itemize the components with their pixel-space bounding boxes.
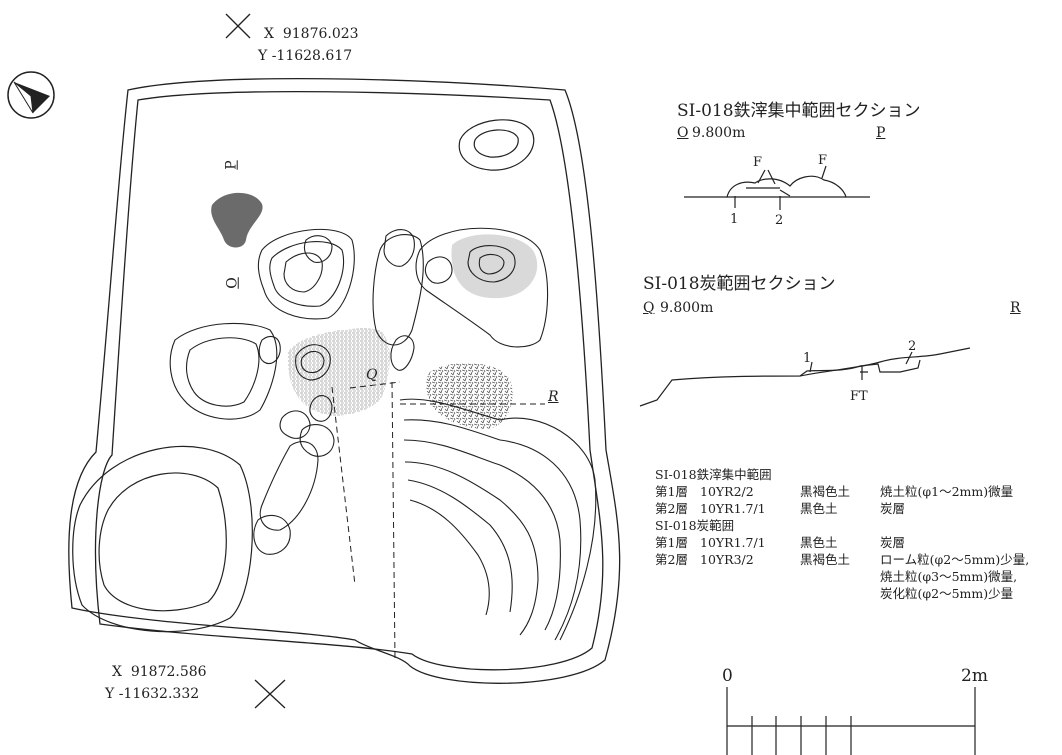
legend-layer: 第2層 <box>655 501 688 516</box>
legend-desc: 炭層 <box>880 535 906 550</box>
section-slag-label-1: 1 <box>730 212 739 227</box>
bottom-y-coordinate: Y -11632.332 <box>105 686 200 702</box>
contours <box>169 227 597 641</box>
legend-code: 10YR1.7/1 <box>700 501 766 516</box>
legend-soil: 黒褐色土 <box>800 552 851 567</box>
scale-end-label: 2m <box>961 666 988 686</box>
legend-row-slag-2: 第2層 10YR1.7/1 黒色土 炭層 <box>655 500 1029 517</box>
legend-heading-charcoal: SI-018炭範囲 <box>655 518 735 533</box>
section-charcoal-label-1: 1 <box>803 351 812 366</box>
legend-extra-1: 焼土粒(φ3～5mm)微量, <box>880 569 1018 584</box>
legend-soil: 黒褐色土 <box>800 484 851 499</box>
pit-outline <box>68 78 621 684</box>
section-charcoal-start: Q <box>643 300 655 316</box>
section-slag-end: P <box>876 125 886 141</box>
legend-code: 10YR3/2 <box>700 552 754 567</box>
section-slag-level: 9.800m <box>692 125 746 141</box>
section-slag-title: SI-018鉄滓集中範囲セクション <box>677 101 921 121</box>
coordinate-cross-bottom-icon <box>254 679 286 709</box>
plan-label-r: R <box>548 389 559 405</box>
section-charcoal-end: R <box>1010 300 1021 316</box>
plan-label-p: P <box>223 160 240 170</box>
legend-row-charcoal-1: 第1層 10YR1.7/1 黒色土 炭層 <box>655 534 1029 551</box>
legend-soil: 黒色土 <box>800 501 838 516</box>
charcoal-area <box>426 362 513 429</box>
top-y-coordinate: Y -11628.617 <box>258 48 353 64</box>
section-profile-qr <box>639 347 971 407</box>
section-charcoal-label-2: 2 <box>908 339 917 354</box>
section-slag-label-f1: F <box>753 155 763 170</box>
lower-left-pit <box>72 445 253 633</box>
scale-bar <box>726 687 976 755</box>
layer-legend: SI-018鉄滓集中範囲 第1層 10YR2/2 黒褐色土 焼土粒(φ1～2mm)微量… <box>655 466 1029 602</box>
legend-row-slag-1: 第1層 10YR2/2 黒褐色土 焼土粒(φ1～2mm)微量 <box>655 483 1029 500</box>
north-arrow-icon <box>7 71 55 119</box>
section-profile-op <box>684 165 870 210</box>
section-lines <box>331 381 545 661</box>
legend-code: 10YR2/2 <box>700 484 754 499</box>
top-x-coordinate: X 91876.023 <box>264 26 359 42</box>
plan-label-q: Q <box>366 367 378 383</box>
legend-soil: 黒色土 <box>800 535 838 550</box>
burned-area <box>451 234 538 299</box>
legend-extra-2: 炭化粒(φ2～5mm)少量 <box>880 586 1014 601</box>
legend-layer: 第1層 <box>655 484 688 499</box>
section-charcoal-title: SI-018炭範囲セクション <box>643 274 836 294</box>
scale-start-label: 0 <box>722 666 733 686</box>
section-slag-label-2: 2 <box>775 213 784 228</box>
upper-right-pit <box>458 119 535 171</box>
slag-area <box>287 328 390 416</box>
section-charcoal-level: 9.800m <box>660 300 714 316</box>
dark-fill-feature <box>211 192 263 248</box>
legend-code: 10YR1.7/1 <box>700 535 766 550</box>
section-slag-label-f2: F <box>818 153 828 168</box>
plan-label-o: O <box>224 277 241 289</box>
bottom-x-coordinate: X 91872.586 <box>112 664 207 680</box>
legend-layer: 第2層 <box>655 552 688 567</box>
coordinate-cross-top-icon <box>225 13 251 39</box>
legend-desc: ローム粒(φ2～5mm)少量, <box>880 552 1030 567</box>
section-slag-start: O <box>677 125 689 141</box>
section-charcoal-label-ft: FT <box>850 389 868 404</box>
legend-heading-slag: SI-018鉄滓集中範囲 <box>655 467 772 482</box>
legend-row-charcoal-2: 第2層 10YR3/2 黒褐色土 ローム粒(φ2～5mm)少量, <box>655 551 1029 568</box>
legend-layer: 第1層 <box>655 535 688 550</box>
legend-desc: 焼土粒(φ1～2mm)微量 <box>880 484 1014 499</box>
legend-desc: 炭層 <box>880 501 906 516</box>
